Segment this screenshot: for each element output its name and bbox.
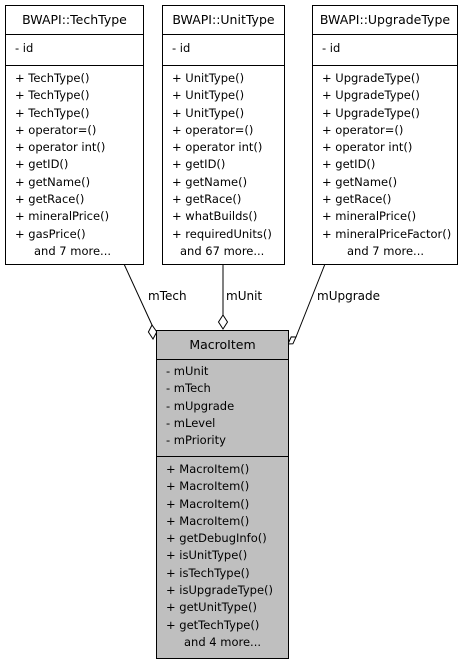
- method: + getDebugInfo(): [166, 531, 267, 546]
- method: + MacroItem(): [166, 479, 250, 494]
- method: + operator int(): [322, 140, 413, 155]
- method: + getRace(): [15, 192, 85, 207]
- method: + mineralPriceFactor(): [322, 226, 452, 241]
- class-upgradetype-attributes: - id: [313, 34, 457, 65]
- method: + operator int(): [15, 140, 106, 155]
- class-techtype[interactable]: BWAPI::TechType - id + TechType() + Tech…: [5, 5, 144, 265]
- more-methods: and 7 more...: [34, 243, 112, 258]
- class-upgradetype[interactable]: BWAPI::UpgradeType - id + UpgradeType() …: [312, 5, 458, 265]
- method: + operator=(): [15, 122, 97, 137]
- method: + requiredUnits(): [172, 226, 272, 241]
- method: + UnitType(): [172, 88, 245, 103]
- class-macroitem[interactable]: MacroItem - mUnit - mTech - mUpgrade - m…: [156, 330, 289, 659]
- method: + isUpgradeType(): [166, 583, 274, 598]
- method: + getTechType(): [166, 617, 260, 632]
- method: + MacroItem(): [166, 496, 250, 511]
- method: + TechType(): [15, 71, 90, 85]
- class-upgradetype-title: BWAPI::UpgradeType: [319, 12, 451, 27]
- method: + whatBuilds(): [172, 209, 258, 224]
- method: + operator=(): [172, 122, 254, 137]
- method: + getID(): [172, 157, 226, 172]
- method: + MacroItem(): [166, 462, 250, 476]
- method: + UnitType(): [172, 71, 245, 85]
- method: + getID(): [322, 157, 376, 172]
- method: + UpgradeType(): [322, 88, 420, 103]
- method: + TechType(): [15, 105, 90, 120]
- edge-mupgrade-diamond: [287, 336, 297, 345]
- class-unittype[interactable]: BWAPI::UnitType - id + UnitType() + Unit…: [162, 5, 285, 265]
- method: + isUnitType(): [166, 548, 248, 563]
- method: + getID(): [15, 157, 69, 172]
- class-techtype-methods: + TechType() + TechType() + TechType() +…: [6, 65, 143, 260]
- class-techtype-title: BWAPI::TechType: [22, 12, 127, 27]
- attribute: - mLevel: [166, 415, 216, 430]
- method: + mineralPrice(): [15, 209, 110, 224]
- attribute: - id: [172, 41, 191, 55]
- method: + isTechType(): [166, 565, 250, 580]
- method: + getRace(): [172, 192, 242, 207]
- method: + getName(): [322, 174, 398, 189]
- attribute: - id: [322, 41, 341, 55]
- class-macroitem-title: MacroItem: [189, 337, 256, 352]
- method: + MacroItem(): [166, 513, 250, 528]
- class-unittype-methods: + UnitType() + UnitType() + UnitType() +…: [163, 65, 284, 260]
- method: + operator=(): [322, 122, 404, 137]
- more-methods: and 67 more...: [180, 243, 265, 258]
- edge-munit-diamond: [217, 314, 229, 330]
- method: + mineralPrice(): [322, 209, 417, 224]
- attribute: - id: [15, 41, 34, 55]
- class-upgradetype-methods: + UpgradeType() + UpgradeType() + Upgrad…: [313, 65, 457, 260]
- attribute: - mUpgrade: [166, 398, 235, 413]
- attribute: - mTech: [166, 381, 211, 396]
- more-methods: and 7 more...: [347, 243, 425, 258]
- method: + getName(): [15, 174, 91, 189]
- class-techtype-attributes: - id: [6, 34, 143, 65]
- edge-mupgrade-line: [295, 263, 326, 338]
- edge-label-mupgrade: mUpgrade: [317, 289, 380, 303]
- method: + gasPrice(): [15, 226, 86, 241]
- edge-label-mtech: mTech: [148, 289, 187, 303]
- method: + getName(): [172, 174, 248, 189]
- class-macroitem-methods: + MacroItem() + MacroItem() + MacroItem(…: [157, 456, 288, 651]
- method: + UpgradeType(): [322, 105, 420, 120]
- class-macroitem-attributes: - mUnit - mTech - mUpgrade - mLevel - mP…: [157, 359, 288, 456]
- method: + TechType(): [15, 88, 90, 103]
- method: + UnitType(): [172, 105, 245, 120]
- more-methods: and 4 more...: [184, 634, 262, 649]
- attribute: - mPriority: [166, 433, 226, 448]
- method: + getRace(): [322, 192, 392, 207]
- method: + operator int(): [172, 140, 263, 155]
- class-unittype-attributes: - id: [163, 34, 284, 65]
- edge-mtech-line: [123, 263, 153, 326]
- edge-mtech-diamond: [147, 324, 158, 340]
- class-unittype-title: BWAPI::UnitType: [172, 12, 275, 27]
- method: + getUnitType(): [166, 600, 257, 615]
- attribute: - mUnit: [166, 364, 209, 378]
- method: + UpgradeType(): [322, 71, 420, 85]
- edge-label-munit: mUnit: [226, 289, 263, 303]
